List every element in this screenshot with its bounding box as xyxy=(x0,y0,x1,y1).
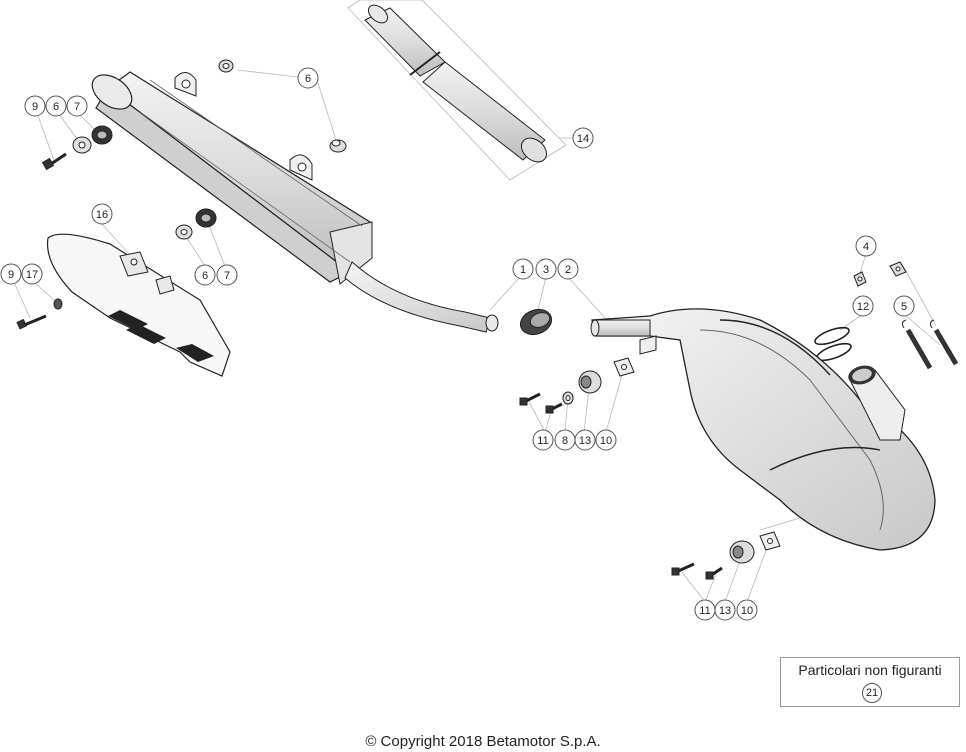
svg-text:7: 7 xyxy=(74,101,80,113)
svg-text:3: 3 xyxy=(543,264,549,276)
svg-text:10: 10 xyxy=(600,435,612,447)
callout-5: 5 xyxy=(893,295,915,317)
callout-7b: 7 xyxy=(216,264,238,286)
svg-text:2: 2 xyxy=(565,264,571,276)
svg-text:11: 11 xyxy=(537,435,548,447)
callout-4: 4 xyxy=(855,235,877,257)
svg-text:11: 11 xyxy=(699,605,710,617)
copyright-footer: © Copyright 2018 Betamotor S.p.A. xyxy=(365,733,601,750)
callout-10b: 10 xyxy=(736,599,758,621)
svg-text:9: 9 xyxy=(8,269,14,281)
callouts: 6 9 6 7 14 16 6 7 9 17 1 3 2 4 12 5 11 8… xyxy=(0,67,915,621)
not-shown-part-number: 21 xyxy=(862,683,882,703)
svg-text:8: 8 xyxy=(562,435,568,447)
callout-16: 16 xyxy=(91,203,113,225)
svg-text:13: 13 xyxy=(719,605,731,617)
callout-9b: 9 xyxy=(0,263,22,285)
callout-3: 3 xyxy=(535,258,557,280)
callout-6c: 6 xyxy=(194,264,216,286)
svg-text:1: 1 xyxy=(520,264,526,276)
hardware-parts xyxy=(16,59,959,580)
svg-text:9: 9 xyxy=(32,101,38,113)
svg-text:6: 6 xyxy=(202,270,208,282)
callout-2: 2 xyxy=(557,258,579,280)
heat-shield-part xyxy=(46,233,231,377)
svg-text:13: 13 xyxy=(579,435,591,447)
callout-1: 1 xyxy=(512,258,534,280)
expansion-chamber-part xyxy=(590,308,936,551)
callout-7a: 7 xyxy=(66,95,88,117)
silencer-part xyxy=(91,71,499,333)
not-shown-parts-box: Particolari non figuranti 21 xyxy=(780,657,960,707)
svg-text:6: 6 xyxy=(53,101,59,113)
callout-17: 17 xyxy=(21,263,43,285)
svg-text:12: 12 xyxy=(857,301,869,313)
svg-text:5: 5 xyxy=(901,301,907,313)
callout-13b: 13 xyxy=(714,599,736,621)
callout-13a: 13 xyxy=(574,429,596,451)
svg-text:17: 17 xyxy=(26,269,38,281)
callout-11a: 11 xyxy=(532,429,554,451)
svg-text:6: 6 xyxy=(305,73,311,85)
svg-text:16: 16 xyxy=(96,209,108,221)
callout-11b: 11 xyxy=(694,599,716,621)
packing-sleeve-part xyxy=(347,0,567,181)
svg-text:7: 7 xyxy=(224,270,230,282)
svg-text:4: 4 xyxy=(863,241,869,253)
callout-9a: 9 xyxy=(24,95,46,117)
svg-text:14: 14 xyxy=(577,133,589,145)
callout-10a: 10 xyxy=(595,429,617,451)
callout-14: 14 xyxy=(572,127,594,149)
callout-6a: 6 xyxy=(297,67,319,89)
svg-text:10: 10 xyxy=(741,605,753,617)
callout-6b: 6 xyxy=(45,95,67,117)
not-shown-parts-title: Particolari non figuranti xyxy=(798,662,942,678)
callout-8: 8 xyxy=(554,429,576,451)
callout-12: 12 xyxy=(852,295,874,317)
